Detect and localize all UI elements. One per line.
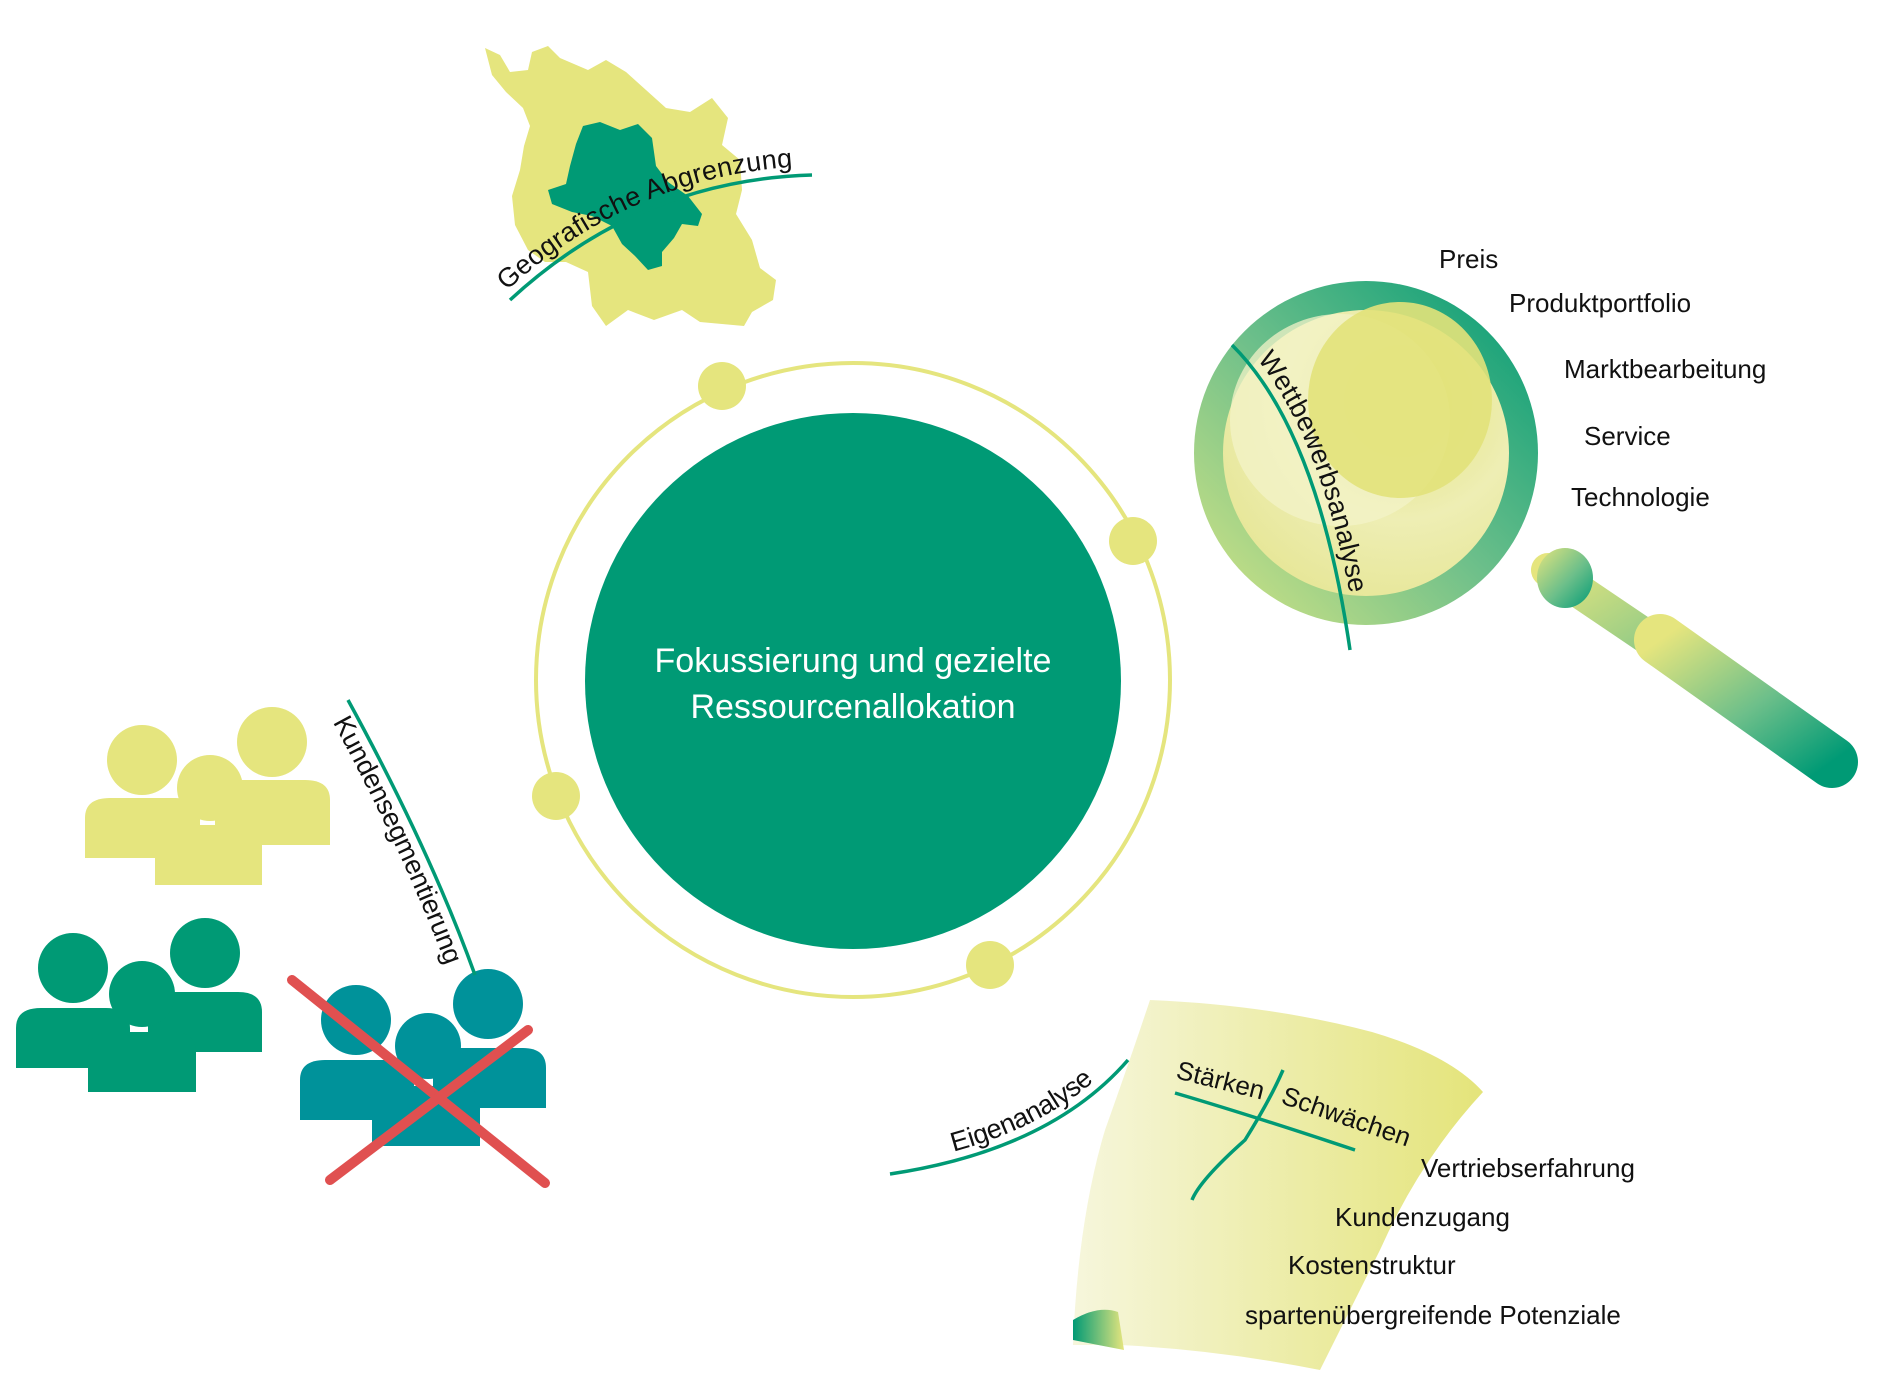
self-analysis-list: Vertriebserfahrung Kundenzugang Kostenst… xyxy=(1245,1153,1635,1330)
swot-vertical-line xyxy=(1190,1069,1285,1201)
center-label-line1: Fokussierung und gezielte xyxy=(655,642,1052,680)
self-item: Kostenstruktur xyxy=(1288,1250,1456,1280)
center-label-line2: Ressourcenallokation xyxy=(690,688,1015,726)
central-group: Fokussierung und gezielte Ressourcenallo… xyxy=(532,361,1172,999)
person-head xyxy=(177,755,243,821)
orbit-dot xyxy=(532,772,580,820)
orbit-dot xyxy=(1109,517,1157,565)
map-highlight xyxy=(548,122,702,270)
wett-arc-line xyxy=(1230,343,1352,651)
person-head xyxy=(109,961,175,1027)
kunden-label: Kundensegmentierung xyxy=(327,711,468,968)
orbit-dot xyxy=(966,941,1014,989)
person-body xyxy=(88,1032,196,1092)
person-head xyxy=(453,969,523,1039)
person-head xyxy=(237,707,307,777)
people-icon-green xyxy=(16,918,262,1092)
people-icon-yellow xyxy=(85,707,330,885)
magnifier-handle-ring xyxy=(1537,548,1593,608)
self-item: Vertriebserfahrung xyxy=(1421,1153,1635,1183)
person-body xyxy=(155,825,262,885)
magnifier-grip xyxy=(1634,614,1858,788)
magnifier-icon xyxy=(1194,281,1858,788)
competition-item: Preis xyxy=(1439,244,1498,274)
geo-arc-line xyxy=(508,173,813,302)
person-head xyxy=(107,725,177,795)
map-icon xyxy=(485,46,776,326)
self-item: Kundenzugang xyxy=(1335,1202,1510,1232)
person-head xyxy=(395,1013,461,1079)
orbit-dot xyxy=(698,362,746,410)
eigen-label: Eigenanalyse xyxy=(947,1063,1098,1158)
cross-stroke xyxy=(325,1025,533,1185)
competition-item: Produktportfolio xyxy=(1509,288,1691,318)
swot-cross xyxy=(1174,1069,1356,1201)
person-head xyxy=(38,933,108,1003)
competition-item: Service xyxy=(1584,421,1671,451)
eigen-arc-line xyxy=(889,1058,1130,1176)
person-head xyxy=(170,918,240,988)
magnifier-spot xyxy=(1308,302,1492,498)
competition-item: Marktbearbeitung xyxy=(1564,354,1766,384)
kunden-arc-line xyxy=(346,699,477,976)
people-icon-teal xyxy=(300,969,546,1146)
self-item: spartenübergreifende Potenziale xyxy=(1245,1300,1621,1330)
cross-stroke xyxy=(287,975,550,1188)
cross-icon xyxy=(287,975,550,1188)
competition-list: Preis Produktportfolio Marktbearbeitung … xyxy=(1439,244,1766,512)
center-circle xyxy=(585,413,1121,949)
person-head xyxy=(321,985,391,1055)
competition-item: Technologie xyxy=(1571,482,1710,512)
orbit-ring xyxy=(534,361,1172,999)
paper-curl xyxy=(1073,1309,1124,1350)
